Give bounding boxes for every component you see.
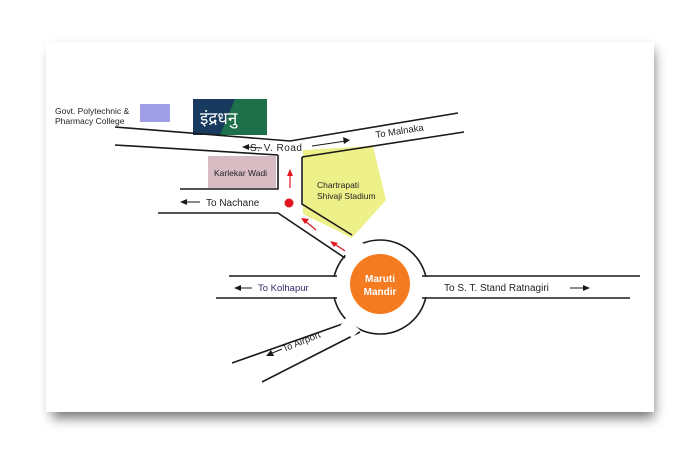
arrow-icon [301,218,317,231]
location-marker-icon [284,198,294,208]
nachane-road-edge [158,212,346,259]
arrow-icon [180,199,200,205]
karlekar-wadi-label: Karlekar Wadi [214,168,267,178]
arrow-icon [242,144,263,150]
arrow-icon [570,285,590,291]
sv-road-upper-edge [114,112,459,142]
college-label-line1: Govt. Polytechnic & [55,106,130,116]
to-nachane-label: To Nachane [206,198,260,209]
airport-road-inner-edge [261,331,361,383]
route-arrows [287,169,346,252]
karlekar-wadi-area [208,156,276,188]
arrow-icon [311,137,350,147]
stadium-label-line2: Shivaji Stadium [317,191,376,201]
arrow-icon [266,348,283,356]
to-kolhapur-label: To Kolhapur [258,283,309,294]
karlekar-block-edge [180,155,279,190]
roundabout-label-line1: Maruti [365,274,395,285]
college-area [140,104,170,122]
to-st-stand-label: To S. T. Stand Ratnagiri [444,283,549,294]
airport-road-outer-edge [231,321,349,364]
arrow-icon [330,241,346,252]
arrow-icon [234,285,252,291]
sv-road-lower-left-edge [114,144,279,156]
roundabout-road-gaps [330,236,430,338]
college-label-line2: Pharmacy College [55,116,125,126]
roundabout-label-line2: Mandir [364,287,397,298]
sv-road-label: S. V. Road [250,143,302,154]
indradhanu-logo-sheen [220,99,267,135]
connector-right-edge [301,157,353,236]
indradhanu-logo-text: इंद्रधनु [200,109,238,129]
arrow-icon [287,169,293,188]
maruti-mandir-roundabout [350,254,410,314]
sv-road-lower-right-edge [301,131,465,158]
stadium-label-line1: Chartrapati [317,180,359,190]
stadium-area [303,146,386,238]
